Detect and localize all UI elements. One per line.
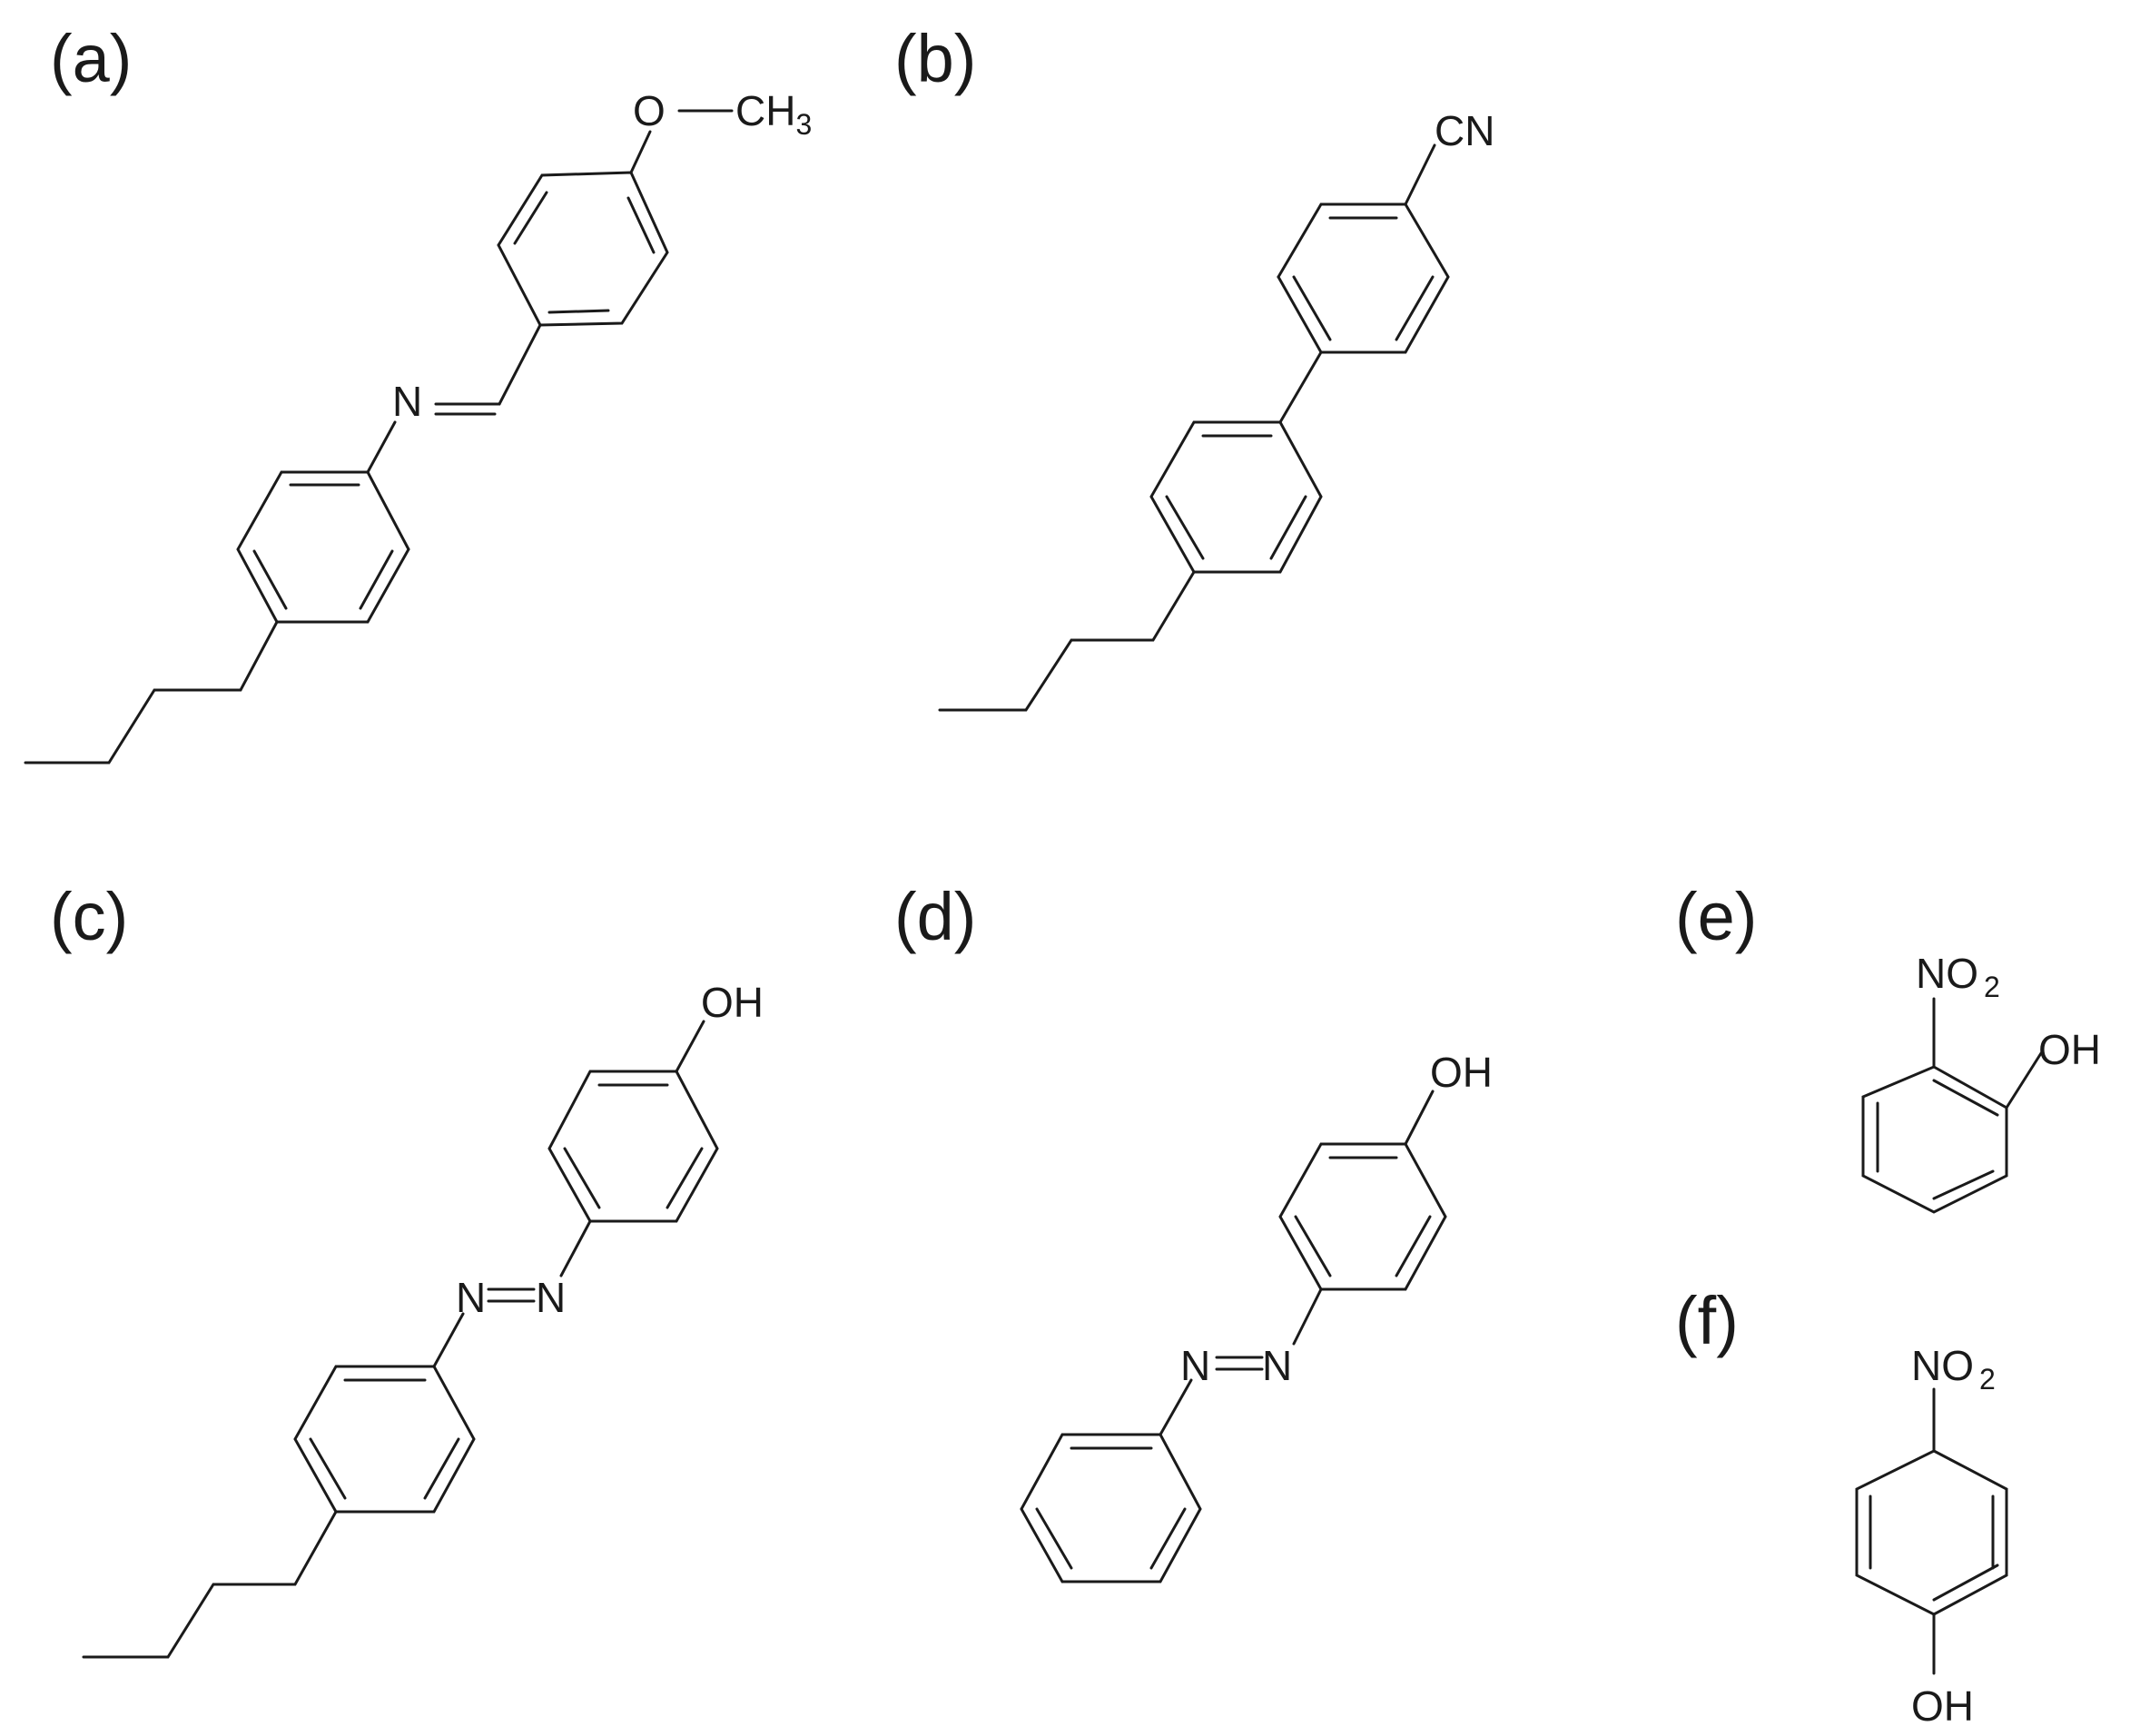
panel-e-label: (e) <box>1675 879 1757 954</box>
panel-f-hydroxyl: OH <box>1911 1682 1974 1730</box>
panel-b-label: (b) <box>894 21 976 96</box>
panel-d: (d) OH N N <box>894 879 1493 1583</box>
panel-e-hydroxyl: OH <box>2038 1026 2101 1073</box>
panel-d-azo-n2: N <box>1262 1342 1292 1389</box>
panel-c: (c) OH N N <box>50 879 764 1659</box>
panel-a-bonds <box>24 109 734 764</box>
panel-b: (b) CN <box>894 21 1494 712</box>
panel-c-azo-n1: N <box>456 1274 486 1321</box>
panel-d-azo-n1: N <box>1180 1342 1210 1389</box>
panel-b-bonds <box>938 143 1450 712</box>
panel-d-label: (d) <box>894 879 976 954</box>
panel-c-label: (c) <box>50 879 128 954</box>
panel-a-methyl: CH3 <box>735 87 812 141</box>
panel-f-bonds <box>1855 1387 2008 1675</box>
panel-c-azo-n2: N <box>536 1274 566 1321</box>
panel-a-nitrogen: N <box>392 378 422 425</box>
panel-c-bonds <box>82 1020 719 1659</box>
panel-c-hydroxyl: OH <box>701 979 764 1026</box>
panel-a-oxygen: O <box>633 87 666 134</box>
panel-d-bonds <box>1020 1090 1447 1583</box>
panel-e-bonds <box>1861 997 2043 1214</box>
panel-d-hydroxyl: OH <box>1430 1049 1493 1096</box>
panel-f-label: (f) <box>1675 1283 1739 1358</box>
panel-a-label: (a) <box>50 21 132 96</box>
panel-a: (a) O CH3 N <box>24 21 812 764</box>
panel-b-nitrile: CN <box>1435 107 1494 154</box>
